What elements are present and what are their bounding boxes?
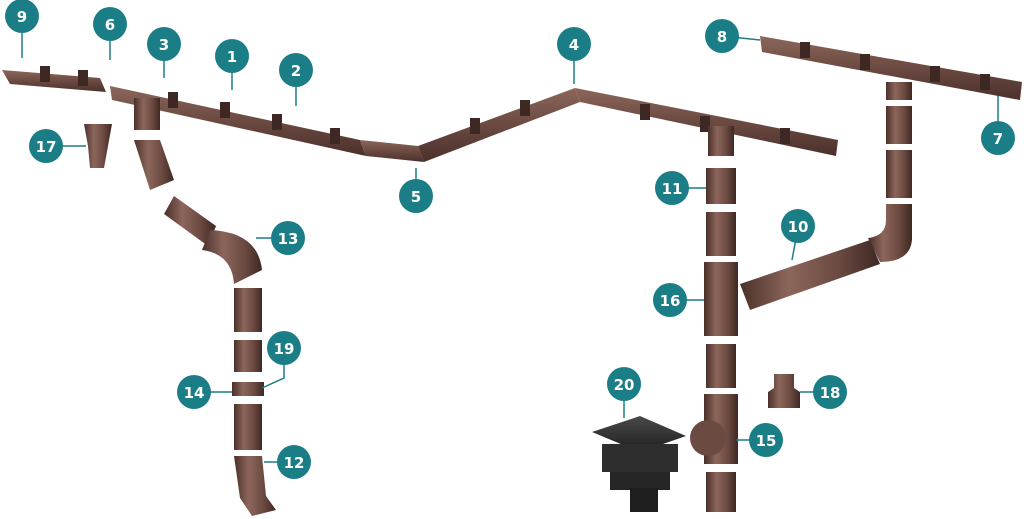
callout-circle (981, 121, 1015, 155)
gutter-far-right-run (760, 36, 1022, 100)
callout-badge-10: 10 (781, 209, 815, 243)
callout-badge-12: 12 (277, 445, 311, 479)
callout-number: 11 (662, 180, 683, 198)
callout-badge-11: 11 (655, 171, 689, 205)
callout-circle (653, 283, 687, 317)
callout-badge-3: 3 (147, 27, 181, 61)
callout-circle (705, 19, 739, 53)
callout-number: 5 (411, 188, 421, 206)
callout-number: 3 (159, 36, 169, 54)
callout-number: 16 (660, 292, 681, 310)
gutter-middle-run (418, 88, 580, 162)
callout-number: 9 (17, 8, 27, 26)
callout-circle (655, 171, 689, 205)
reducer-part-18 (768, 374, 800, 408)
callout-number: 19 (274, 340, 295, 358)
callout-circle (215, 39, 249, 73)
gutter-left-run (2, 70, 424, 162)
callout-circle (267, 331, 301, 365)
callout-badge-17: 17 (29, 129, 63, 163)
callout-number: 10 (788, 218, 809, 236)
callout-badge-5: 5 (399, 179, 433, 213)
callout-number: 17 (36, 138, 57, 156)
callout-number: 6 (105, 16, 115, 34)
callout-badge-9: 9 (5, 0, 39, 33)
callout-number: 12 (284, 454, 305, 472)
callout-badge-7: 7 (981, 121, 1015, 155)
callout-badge-2: 2 (279, 53, 313, 87)
callout-circle (279, 53, 313, 87)
callout-number: 15 (756, 432, 777, 450)
callout-circle (749, 423, 783, 457)
callout-badge-1: 1 (215, 39, 249, 73)
reducer-part-17 (84, 124, 112, 168)
callout-badge-4: 4 (557, 27, 591, 61)
callout-circle (277, 445, 311, 479)
callout-circle (29, 129, 63, 163)
callout-badge-18: 18 (813, 375, 847, 409)
callout-badge-6: 6 (93, 7, 127, 41)
callout-badge-14: 14 (177, 375, 211, 409)
downpipe-left (134, 98, 276, 516)
callout-number: 20 (614, 376, 635, 394)
callout-number: 4 (569, 36, 579, 54)
callout-number: 2 (291, 62, 301, 80)
callout-circle (399, 179, 433, 213)
callout-number: 14 (184, 384, 205, 402)
callout-number: 7 (993, 130, 1003, 148)
callout-circle (5, 0, 39, 33)
gutter-brackets (40, 42, 990, 144)
callout-number: 8 (717, 28, 727, 46)
downpipe-branch (740, 82, 912, 310)
downpipe-right (690, 126, 738, 512)
callout-number: 1 (227, 48, 237, 66)
callout-circle (93, 7, 127, 41)
callout-circle (607, 367, 641, 401)
callout-circle (147, 27, 181, 61)
callout-badge-13: 13 (271, 221, 305, 255)
callout-circle (781, 209, 815, 243)
callout-badge-19: 19 (267, 331, 301, 365)
callout-badge-20: 20 (607, 367, 641, 401)
callout-circle (813, 375, 847, 409)
callout-badge-15: 15 (749, 423, 783, 457)
callout-number: 13 (278, 230, 299, 248)
callout-circle (271, 221, 305, 255)
storm-drain-box (592, 416, 686, 512)
callout-badge-8: 8 (705, 19, 739, 53)
callout-circle (557, 27, 591, 61)
callout-circle (177, 375, 211, 409)
callout-badge-16: 16 (653, 283, 687, 317)
callout-number: 18 (820, 384, 841, 402)
